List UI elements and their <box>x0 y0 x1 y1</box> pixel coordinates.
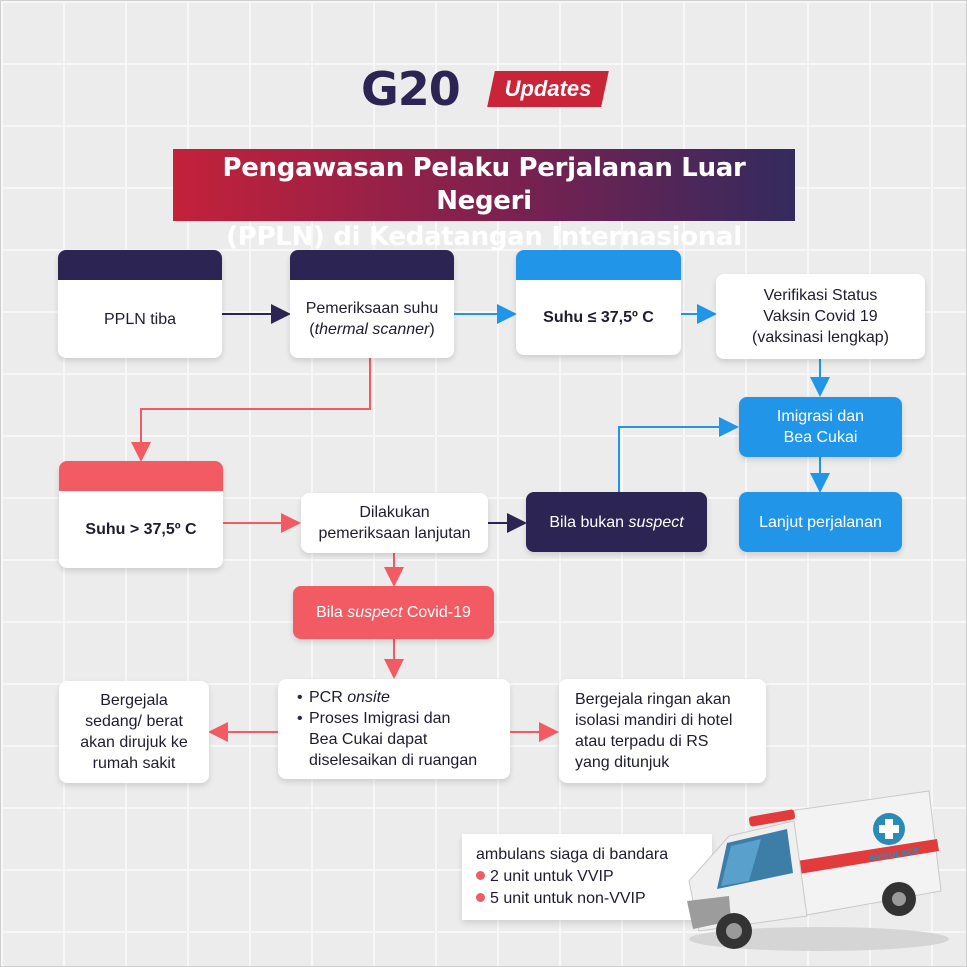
pcr-list-item: PCR onsite <box>297 687 477 708</box>
g20-wordmark: G20 <box>361 62 461 116</box>
ambulance-info-box: ambulans siaga di bandara 2 unit untuk V… <box>462 834 712 920</box>
node-suspect-covid: Bila suspect Covid-19 <box>293 586 494 639</box>
node-suhu-high: Suhu > 37,5º C <box>59 461 223 568</box>
arrow-suhu-to-high <box>131 358 371 462</box>
arrow-bukan-to-imigrasi <box>618 417 739 492</box>
node-lanjut-perjalanan: Lanjut perjalanan <box>739 492 902 552</box>
ambulance-illustration: AMBULACE <box>687 790 949 951</box>
node-pemeriksaan-suhu: Pemeriksaan suhu(thermal scanner) <box>290 250 454 358</box>
bullet-dot <box>476 893 485 902</box>
node-ppln-tiba: PPLN tiba <box>58 250 222 358</box>
bullet-dot <box>476 871 485 880</box>
node-bukan-suspect: Bila bukan suspect <box>526 492 707 552</box>
ambulance-item: 5 unit untuk non-VVIP <box>476 888 698 910</box>
title-line-2: (PPLN) di Kedatangan Internasional <box>226 222 742 252</box>
updates-badge: Updates <box>487 71 609 107</box>
page-title: Pengawasan Pelaku Perjalanan Luar Negeri… <box>173 149 795 252</box>
title-line-1: Pengawasan Pelaku Perjalanan Luar Negeri <box>222 153 746 216</box>
ambulance-heading: ambulans siaga di bandara <box>476 846 669 863</box>
ambulance-item: 2 unit untuk VVIP <box>476 866 698 888</box>
node-suhu-low: Suhu ≤ 37,5º C <box>516 250 681 355</box>
